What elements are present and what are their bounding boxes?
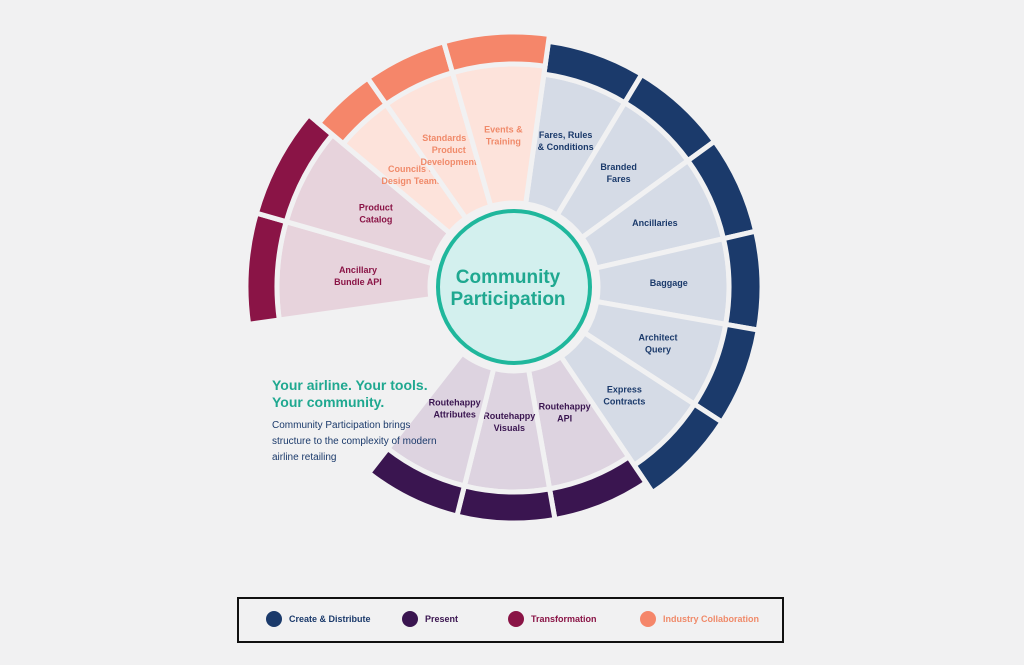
- segment-standards-product-dev-label-line: Product: [432, 145, 466, 155]
- segment-baggage-label: Baggage: [650, 278, 688, 288]
- segment-fares-rules-label-line: & Conditions: [538, 142, 594, 152]
- segment-events-training-label-line: Training: [486, 137, 521, 147]
- segment-baggage-rim: [720, 228, 765, 333]
- description: Community Participation brings structure…: [272, 420, 437, 463]
- legend-label-present: Present: [425, 614, 459, 624]
- segment-routehappy-visuals-rim: [453, 482, 558, 526]
- segment-standards-product-dev-label-line: Standards &: [422, 133, 476, 143]
- legend-item-industry: Industry Collaboration: [640, 611, 759, 627]
- center-title-line2: Participation: [450, 289, 565, 310]
- segment-events-training-label-line: Events &: [484, 125, 523, 135]
- segment-ancillary-bundle-api-label-line: Bundle API: [334, 277, 382, 287]
- segment-events-training: Events & Training: [440, 29, 553, 210]
- legend-swatch-transform: [508, 611, 524, 627]
- legend-item-create: Create & Distribute: [266, 611, 371, 627]
- segment-branded-fares-label-line: Fares: [607, 174, 631, 184]
- legend-label-transform: Transformation: [531, 614, 597, 624]
- segment-events-training-rim: [440, 29, 553, 76]
- legend-swatch-industry: [640, 611, 656, 627]
- tagline-line1: Your airline. Your tools.: [272, 377, 428, 393]
- tagline-line2: Your community.: [272, 394, 385, 410]
- segment-routehappy-attributes-label-line: Routehappy: [429, 398, 481, 408]
- segment-product-catalog-label-line: Catalog: [359, 215, 392, 225]
- segment-councils-design-teams-label-line: Design Teams: [381, 176, 441, 186]
- segment-product-catalog-label-line: Product: [359, 203, 393, 213]
- segment-ancillary-bundle-api-rim: [243, 210, 290, 328]
- segment-routehappy-visuals-label-line: Visuals: [494, 423, 525, 433]
- segment-fares-rules-label-line: Fares, Rules: [539, 130, 593, 140]
- segment-routehappy-visuals-label-line: Routehappy: [483, 411, 535, 421]
- legend-swatch-present: [402, 611, 418, 627]
- segment-standards-product-dev-label-line: Development: [420, 157, 477, 167]
- segment-architect-query-label-line: Architect: [639, 333, 678, 343]
- segment-architect-query-label-line: Query: [645, 345, 671, 355]
- tagline: Your airline. Your tools. Your community…: [272, 377, 462, 411]
- segment-ancillary-bundle-api-label-line: Ancillary: [339, 265, 377, 275]
- segment-ancillaries-label: Ancillaries: [632, 218, 678, 228]
- segment-routehappy-attributes-label-line: Attributes: [433, 410, 476, 420]
- segment-express-contracts-label-line: Express: [607, 385, 642, 395]
- segment-routehappy-api-label-line: Routehappy: [539, 401, 591, 411]
- legend-swatch-create: [266, 611, 282, 627]
- legend-label-industry: Industry Collaboration: [663, 614, 760, 624]
- segment-express-contracts-label-line: Contracts: [603, 397, 645, 407]
- center-title-line1: Community: [456, 267, 561, 288]
- legend: Create & Distribute Present Transformati…: [237, 597, 784, 643]
- legend-label-create: Create & Distribute: [289, 614, 371, 624]
- segment-councils-design-teams-label: Councils & Design Teams: [381, 164, 441, 186]
- segment-baggage-label-line: Baggage: [650, 278, 688, 288]
- segment-branded-fares-label-line: Branded: [600, 162, 637, 172]
- legend-item-transform: Transformation: [508, 611, 597, 627]
- segment-events-training-label: Events & Training: [484, 125, 523, 147]
- legend-item-present: Present: [402, 611, 458, 627]
- center-circle: [436, 209, 592, 365]
- segment-routehappy-api-label-line: API: [557, 413, 572, 423]
- segment-ancillaries-label-line: Ancillaries: [632, 218, 678, 228]
- segment-fares-rules-label: Fares, Rules & Conditions: [538, 130, 594, 152]
- segment-routehappy-attributes-rim: [365, 445, 468, 520]
- segment-councils-design-teams-label-line: Councils &: [388, 164, 436, 174]
